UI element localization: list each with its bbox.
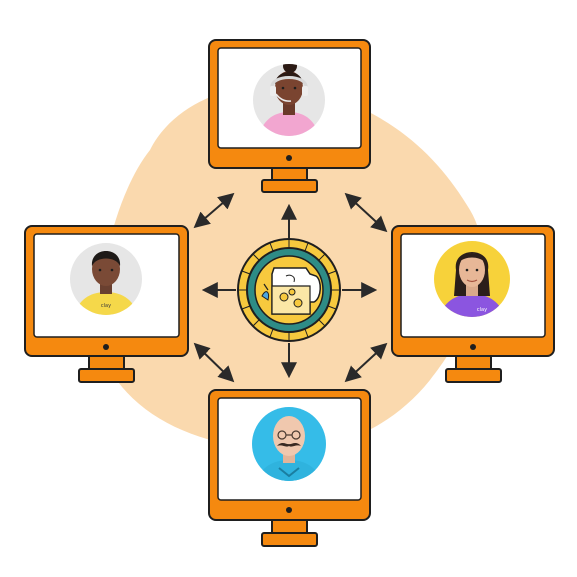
- monitor-bottom: [208, 389, 371, 547]
- connection-arrows: [193, 192, 388, 383]
- central-hub: [237, 238, 341, 342]
- monitor-power-dot: [286, 155, 292, 161]
- hub-ring-segments: [238, 239, 340, 341]
- monitor-power-dot: [470, 344, 476, 350]
- monitor-left: clay: [24, 225, 189, 383]
- shirt-logo-text: clay: [477, 307, 487, 313]
- pitcher-icon: [261, 267, 321, 315]
- woman-purple-shirt-avatar: clay: [434, 241, 510, 317]
- arrow-bottom-right: [344, 342, 388, 383]
- monitor-top: [208, 39, 371, 193]
- arrow-top-left: [193, 192, 235, 229]
- shirt-logo-text: clay: [101, 303, 111, 309]
- arrow-bottom-left: [193, 342, 235, 383]
- arrow-top-right: [344, 192, 388, 233]
- monitor-power-dot: [286, 507, 292, 513]
- monitor-power-dot: [103, 344, 109, 350]
- monitor-right: clay: [391, 225, 555, 383]
